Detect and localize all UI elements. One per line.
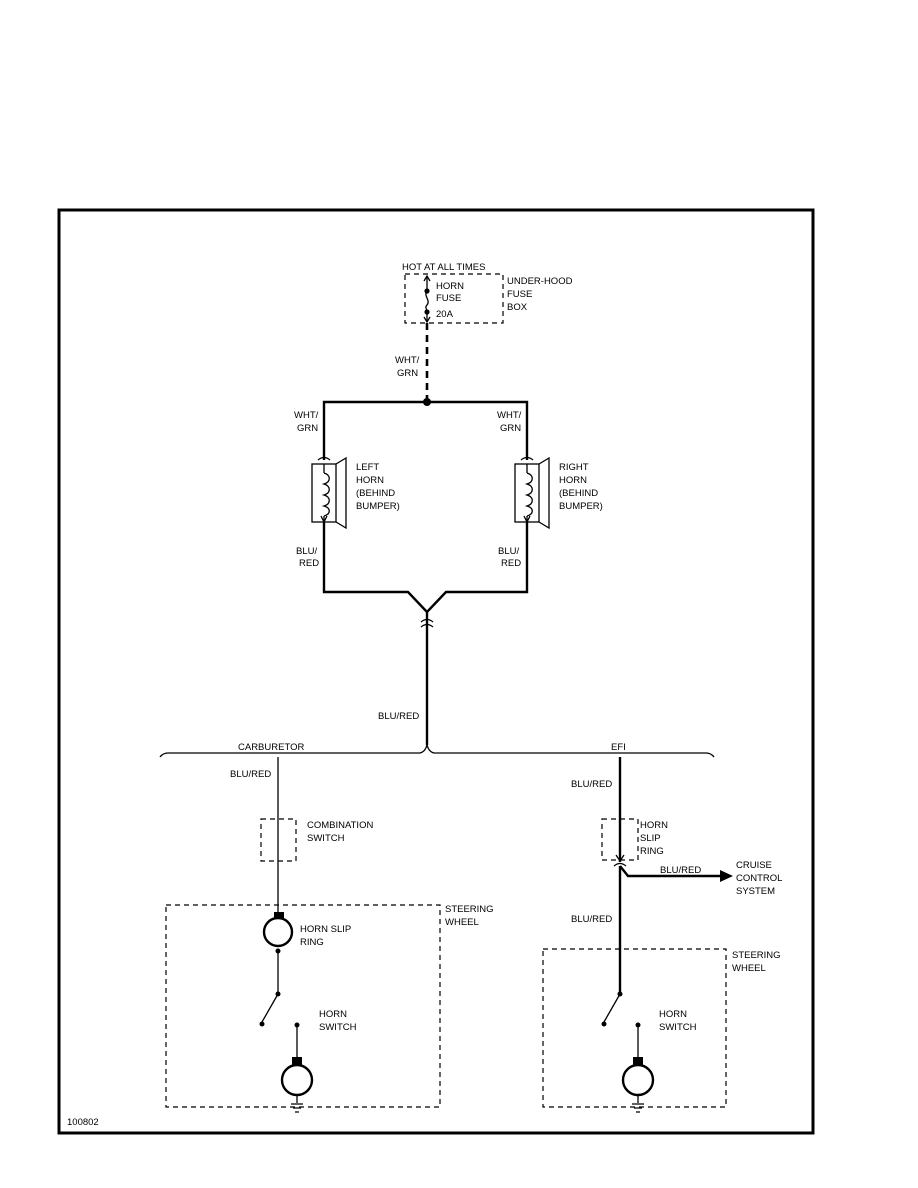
- fuse-box-label-2: FUSE: [507, 289, 532, 300]
- efi-horn-switch-label-1: HORN: [659, 1009, 687, 1020]
- efi-slip-ring-label-3: RING: [640, 846, 664, 857]
- cruise-arrow-icon: [720, 870, 733, 882]
- efi-lower-wire-color: BLU/RED: [571, 914, 612, 925]
- left-top-wire-color-2: GRN: [297, 423, 318, 434]
- left-bottom-wire-color-1: BLU/: [296, 546, 317, 557]
- right-horn-label-1: RIGHT: [559, 462, 589, 473]
- right-horn-label-2: HORN: [559, 475, 587, 486]
- horn-return-bus: [322, 522, 529, 614]
- efi-horn-switch-symbol: [601, 991, 655, 1113]
- right-horn-symbol: [514, 456, 550, 530]
- fuse-box-label-1: UNDER-HOOD: [507, 276, 573, 287]
- horn-fuse-symbol: [423, 274, 431, 324]
- efi-label: EFI: [611, 742, 626, 753]
- carb-horn-switch-label-1: HORN: [319, 1009, 347, 1020]
- fuse-rating: 20A: [436, 309, 454, 320]
- left-bottom-wire-color-2: RED: [299, 558, 319, 569]
- feed-wire-color-1: WHT/: [395, 355, 420, 366]
- diagram-frame: [57, 208, 815, 1135]
- efi-steering-wheel-label-1: STEERING: [732, 950, 781, 961]
- carb-steering-wheel-label-2: WHEEL: [445, 917, 479, 928]
- left-horn-label-3: (BEHIND: [356, 488, 395, 499]
- figure-id: 100802: [67, 1117, 99, 1128]
- left-top-wire-color-1: WHT/: [294, 410, 319, 421]
- cruise-label-3: SYSTEM: [736, 886, 775, 897]
- carb-slip-ring-label-1: HORN SLIP: [300, 924, 351, 935]
- right-top-wire-color-2: GRN: [500, 423, 521, 434]
- variant-brace: [159, 742, 715, 758]
- efi-wire-color: BLU/RED: [571, 779, 612, 790]
- carb-slip-ring-label-2: RING: [300, 937, 324, 948]
- right-top-wire-color-1: WHT/: [497, 410, 522, 421]
- right-horn-label-3: (BEHIND: [559, 488, 598, 499]
- combination-switch-label-2: SWITCH: [307, 833, 345, 844]
- efi-steering-wheel-outline: [542, 948, 727, 1108]
- fuse-box-outline: [404, 273, 504, 324]
- trunk-wire-color: BLU/RED: [378, 711, 419, 722]
- carb-horn-switch-label-2: SWITCH: [319, 1022, 357, 1033]
- combination-switch-outline: [260, 818, 297, 862]
- carb-wire-color: BLU/RED: [230, 769, 271, 780]
- fuse-label-1: HORN: [436, 281, 464, 292]
- carb-steering-wheel-label-1: STEERING: [445, 904, 494, 915]
- horn-feed-bus: [322, 400, 529, 460]
- carb-steering-wheel-outline: [165, 904, 441, 1108]
- efi-slip-ring-label-1: HORN: [640, 820, 668, 831]
- left-horn-symbol: [311, 456, 347, 530]
- carb-horn-slip-ring-symbol: [262, 912, 294, 954]
- left-horn-label-2: HORN: [356, 475, 384, 486]
- carb-horn-switch-symbol: [259, 951, 314, 1113]
- feed-wire-color-2: GRN: [397, 368, 418, 379]
- efi-slip-ring-label-2: SLIP: [640, 833, 661, 844]
- fuse-box-label-3: BOX: [507, 302, 528, 313]
- combination-switch-label-1: COMBINATION: [307, 820, 373, 831]
- right-bottom-wire-color-1: BLU/: [498, 546, 519, 557]
- cruise-label-1: CRUISE: [736, 860, 772, 871]
- fuse-label-2: FUSE: [436, 293, 461, 304]
- cruise-branch-wire: [619, 865, 722, 878]
- efi-connector-symbol: [613, 854, 627, 867]
- supply-label: HOT AT ALL TIMES: [402, 262, 485, 273]
- cruise-label-2: CONTROL: [736, 873, 782, 884]
- efi-steering-wheel-label-2: WHEEL: [732, 963, 766, 974]
- left-horn-label-1: LEFT: [356, 462, 379, 473]
- efi-horn-switch-label-2: SWITCH: [659, 1022, 697, 1033]
- right-bottom-wire-color-2: RED: [501, 558, 521, 569]
- left-horn-label-4: BUMPER): [356, 501, 400, 512]
- right-horn-label-4: BUMPER): [559, 501, 603, 512]
- cruise-wire-color: BLU/RED: [660, 865, 701, 876]
- carburetor-label: CARBURETOR: [238, 742, 304, 753]
